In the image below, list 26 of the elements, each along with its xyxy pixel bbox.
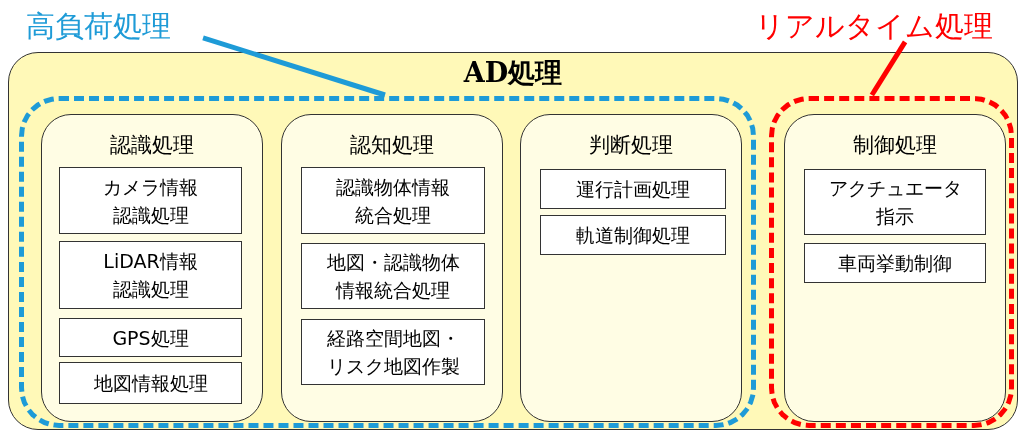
process-box: 軌道制御処理	[540, 215, 726, 255]
box-heading: 判断処理	[588, 132, 674, 159]
system-box	[8, 52, 1018, 430]
process-group-box	[281, 114, 503, 422]
box-heading: 認識処理	[109, 132, 195, 159]
box-heading: AD処理	[462, 56, 564, 90]
process-box: GPS処理	[59, 318, 242, 357]
box-heading: 認知処理	[349, 132, 435, 159]
process-box: 車両挙動制御	[804, 243, 986, 283]
process-box: 地図情報処理	[59, 362, 242, 404]
process-box: 運行計画処理	[540, 169, 726, 209]
process-box: 経路空間地図・リスク地図作製	[301, 319, 485, 385]
process-box: 認識物体情報統合処理	[301, 167, 485, 234]
process-box: カメラ情報認識処理	[59, 167, 242, 234]
process-group-box	[520, 114, 742, 422]
box-heading: 制御処理	[852, 132, 938, 159]
callout-text: 高負荷処理	[26, 4, 211, 48]
dashed-region	[19, 96, 756, 428]
leader-line	[202, 35, 386, 98]
callout-text: リアルタイム処理	[755, 4, 1023, 48]
dashed-region	[769, 96, 1014, 428]
process-box: 地図・認識物体情報統合処理	[301, 243, 485, 309]
process-group-box	[41, 114, 263, 422]
process-box: LiDAR情報認識処理	[59, 241, 242, 309]
process-group-box	[784, 114, 1006, 422]
process-box: アクチュエータ指示	[804, 169, 986, 235]
